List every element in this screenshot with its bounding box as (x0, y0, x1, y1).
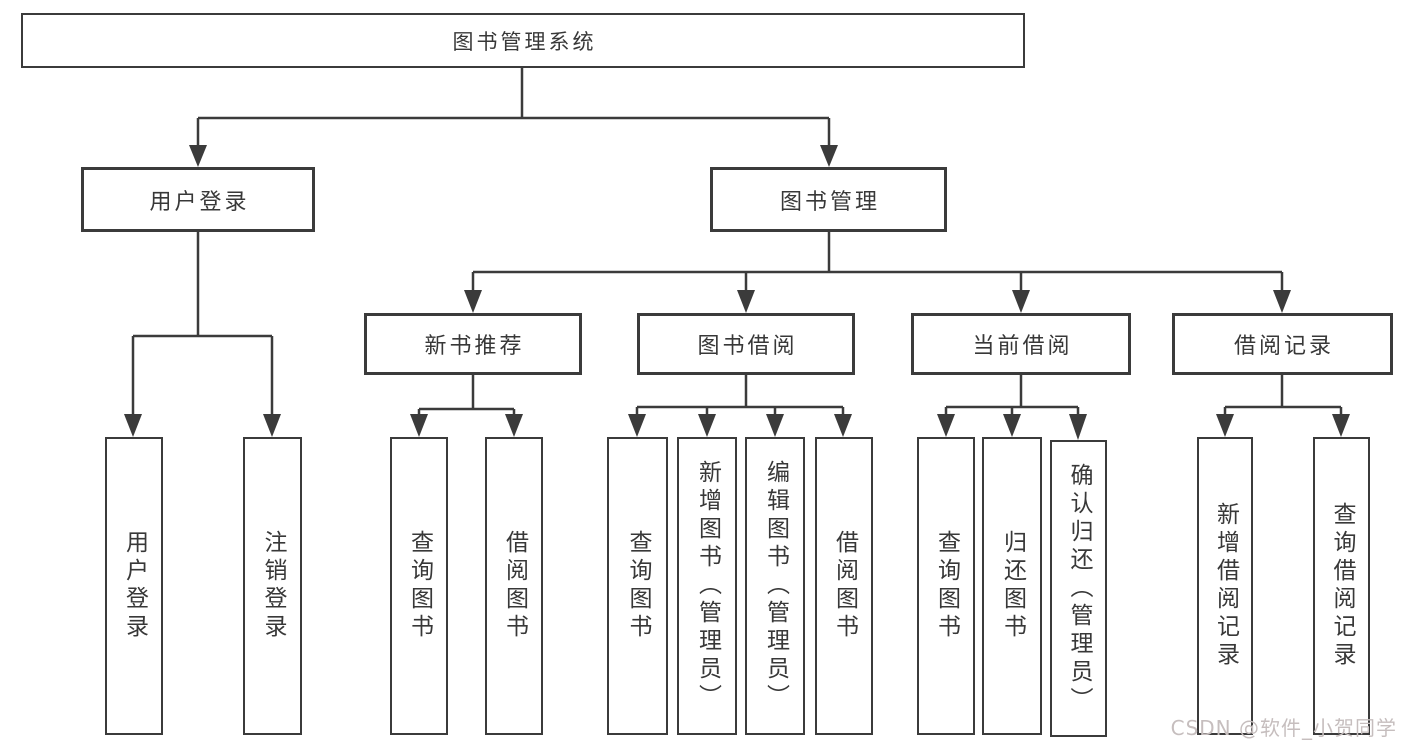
node-label: 当前借阅 (972, 334, 1073, 359)
leaf-label: 编辑图书（管理员） (762, 460, 789, 712)
node-new-book-recommendation: 新书推荐 (364, 313, 582, 375)
leaf-label: 查询图书 (406, 530, 433, 642)
leaf-logout: 注销登录 (243, 437, 302, 735)
node-book-borrowing: 图书借阅 (637, 313, 855, 375)
leaf-confirm-return-admin: 确认归还（管理员） (1050, 440, 1107, 737)
leaf-label: 借阅图书 (831, 530, 858, 642)
leaf-label: 新增借阅记录 (1212, 502, 1239, 670)
node-label: 图书管理系统 (452, 29, 597, 54)
node-label: 图书管理 (779, 189, 880, 215)
connectors-current-borrowing (937, 375, 1087, 440)
leaf-borrow-book-recommend: 借阅图书 (485, 437, 543, 735)
leaf-borrow-book-borrowing: 借阅图书 (815, 437, 873, 735)
connectors-book-management (464, 232, 1291, 313)
leaf-query-book-recommend: 查询图书 (390, 437, 448, 735)
connectors-user-login (124, 232, 281, 437)
connectors-book-borrowing (628, 375, 852, 437)
node-label: 图书借阅 (697, 334, 798, 359)
leaf-label: 确认归还（管理员） (1066, 462, 1092, 715)
leaf-label: 注销登录 (260, 530, 286, 642)
leaf-label: 借阅图书 (501, 530, 528, 642)
leaf-edit-book-admin: 编辑图书（管理员） (745, 437, 805, 735)
node-label: 用户登录 (149, 189, 250, 215)
node-current-borrowing: 当前借阅 (911, 313, 1131, 375)
node-library-management-system: 图书管理系统 (21, 13, 1025, 68)
leaf-return-book: 归还图书 (982, 437, 1042, 735)
leaf-add-book-admin: 新增图书（管理员） (677, 437, 737, 735)
connectors-new-book-recommendation (410, 375, 523, 437)
csdn-watermark: CSDN @软件_小贺同学 (1170, 716, 1397, 740)
leaf-label: 归还图书 (999, 530, 1026, 642)
node-user-login: 用户登录 (81, 167, 315, 232)
leaf-add-borrow-record: 新增借阅记录 (1197, 437, 1253, 735)
node-book-management: 图书管理 (710, 167, 947, 232)
leaf-label: 查询借阅记录 (1329, 502, 1355, 670)
node-label: 借阅记录 (1233, 334, 1334, 359)
leaf-label: 查询图书 (625, 530, 651, 642)
leaf-query-borrow-record: 查询借阅记录 (1313, 437, 1370, 735)
leaf-query-book-current: 查询图书 (917, 437, 975, 735)
leaf-label: 用户登录 (121, 530, 148, 642)
leaf-query-book-borrowing: 查询图书 (607, 437, 668, 735)
node-label: 新书推荐 (424, 334, 525, 359)
connectors-root (189, 68, 838, 167)
leaf-label: 查询图书 (933, 530, 960, 642)
leaf-user-login: 用户登录 (105, 437, 163, 735)
node-borrowing-records: 借阅记录 (1172, 313, 1393, 375)
leaf-label: 新增图书（管理员） (694, 460, 721, 712)
connectors-borrowing-records (1216, 375, 1350, 437)
